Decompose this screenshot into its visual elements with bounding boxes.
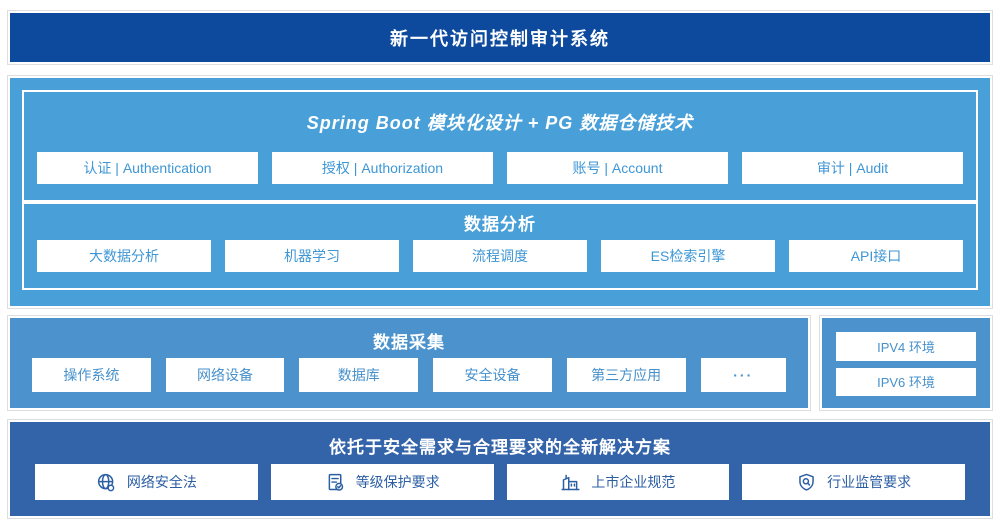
- solution-row: 网络安全法 等级保护要求: [35, 464, 965, 500]
- source-box-thirdparty: 第三方应用: [566, 358, 686, 392]
- env-box-ipv6: IPV6 环境: [836, 367, 976, 396]
- solution-box-cybersecurity-law: 网络安全法: [35, 464, 258, 500]
- data-analysis-frame: 数据分析 大数据分析 机器学习 流程调度 ES检索引擎 API接口: [22, 202, 978, 290]
- analysis-box-bigdata: 大数据分析: [37, 240, 211, 272]
- solution-label: 网络安全法: [126, 474, 197, 490]
- module-box-audit: 审计 | Audit: [742, 152, 963, 184]
- env-box-ipv4: IPV4 环境: [836, 332, 976, 361]
- analysis-row: 大数据分析 机器学习 流程调度 ES检索引擎 API接口: [37, 240, 963, 272]
- data-collection-section: 数据采集 操作系统 网络设备 数据库 安全设备 第三方应用 ···: [10, 318, 808, 408]
- analysis-box-api: API接口: [789, 240, 963, 272]
- solution-box-classified-protection: 等级保护要求: [270, 464, 494, 500]
- module-box-account: 账号 | Account: [507, 152, 728, 184]
- source-box-network-device: 网络设备: [165, 358, 285, 392]
- solution-label: 等级保护要求: [355, 474, 440, 490]
- solution-box-listed-company: 上市企业规范: [506, 464, 730, 500]
- shield-search-icon: [799, 473, 814, 491]
- source-box-os: 操作系统: [32, 358, 151, 392]
- analysis-box-ml: 机器学习: [225, 240, 399, 272]
- ip-environment-section: IPV4 环境 IPV6 环境: [822, 318, 990, 408]
- collection-row: 操作系统 网络设备 数据库 安全设备 第三方应用 ···: [32, 358, 786, 392]
- solution-label: 上市企业规范: [591, 474, 676, 490]
- source-box-more: ···: [700, 358, 786, 392]
- springboot-frame: Spring Boot 模块化设计 + PG 数据仓储技术 认证 | Authe…: [22, 90, 978, 202]
- module-box-authorization: 授权 | Authorization: [272, 152, 493, 184]
- analysis-box-scheduling: 流程调度: [413, 240, 587, 272]
- document-check-icon: [328, 473, 343, 491]
- source-box-database: 数据库: [299, 358, 419, 392]
- analysis-box-es: ES检索引擎: [601, 240, 775, 272]
- system-title-banner: 新一代访问控制审计系统: [10, 13, 990, 62]
- data-analysis-title: 数据分析: [464, 214, 536, 234]
- module-box-authentication: 认证 | Authentication: [37, 152, 258, 184]
- building-icon: [561, 474, 580, 490]
- solution-section: 依托于安全需求与合理要求的全新解决方案 网络安全法: [10, 422, 990, 516]
- globe-icon: [97, 473, 115, 491]
- springboot-frame-title: Spring Boot 模块化设计 + PG 数据仓储技术: [306, 113, 694, 133]
- source-box-security-device: 安全设备: [433, 358, 552, 392]
- data-collection-title: 数据采集: [373, 332, 445, 352]
- module-row: 认证 | Authentication 授权 | Authorization 账…: [37, 152, 963, 184]
- solution-label: 行业监管要求: [827, 474, 912, 490]
- solution-title: 依托于安全需求与合理要求的全新解决方案: [329, 437, 671, 457]
- platform-section: Spring Boot 模块化设计 + PG 数据仓储技术 认证 | Authe…: [10, 78, 990, 306]
- system-title: 新一代访问控制审计系统: [390, 28, 610, 49]
- solution-box-industry-regulation: 行业监管要求: [742, 464, 965, 500]
